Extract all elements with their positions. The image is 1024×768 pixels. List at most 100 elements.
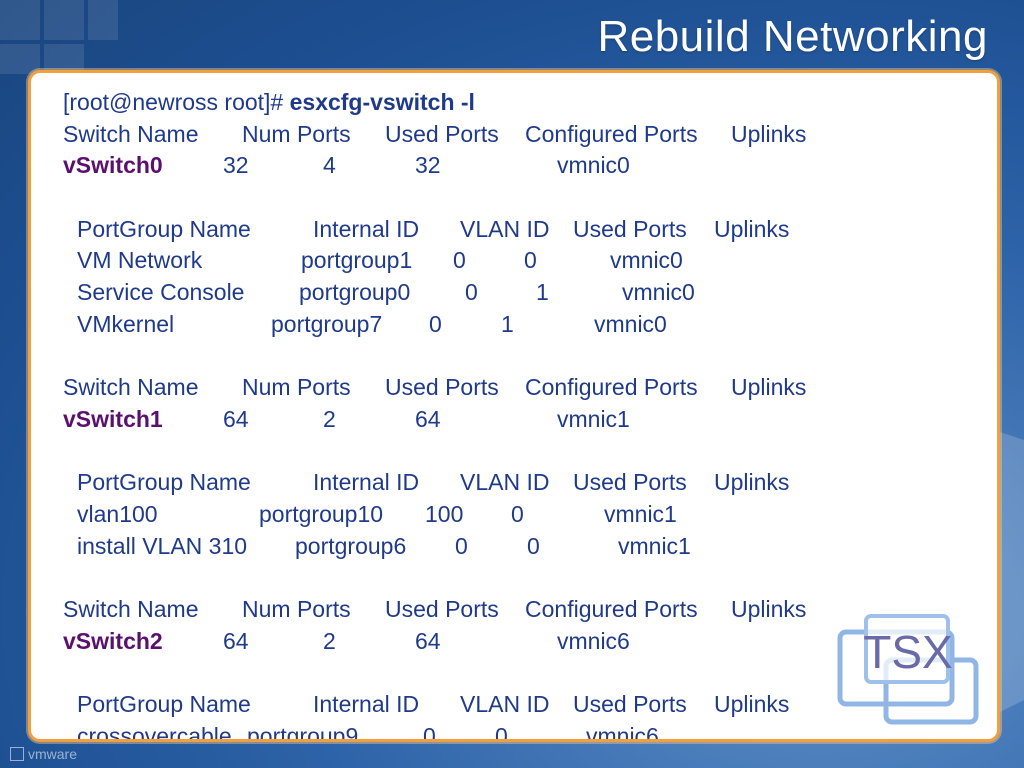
switch-column-header: Num Ports: [242, 120, 351, 147]
vmware-footer-logo: vmware: [10, 746, 77, 762]
switch-name: vSwitch0: [63, 152, 163, 179]
switch-column-header: Used Ports: [385, 374, 499, 401]
switch-header-row: Switch Name Num Ports Used Ports Configured…: [63, 119, 963, 151]
portgroup-column-header: VLAN ID: [460, 691, 550, 718]
portgroup-value: portgroup7: [271, 310, 383, 337]
switch-name: vSwitch1: [63, 405, 163, 432]
portgroup-value: vmnic1: [618, 532, 691, 559]
portgroup-value: 0: [423, 722, 436, 742]
portgroup-name: VM Network: [77, 247, 203, 274]
blank-line: [63, 562, 963, 594]
switch-column-header: Used Ports: [385, 596, 499, 622]
slide-title: Rebuild Networking: [597, 12, 988, 61]
portgroup-name: VMkernel: [77, 310, 175, 337]
switch-value: 64: [415, 405, 441, 432]
switch-column-header: Uplinks: [731, 374, 807, 401]
portgroup-value: portgroup0: [299, 279, 411, 306]
portgroup-column-header: Used Ports: [573, 691, 687, 718]
switch-value: 64: [223, 627, 249, 654]
switch-column-header: Configured Ports: [525, 596, 698, 622]
portgroup-column-header: Uplinks: [714, 469, 790, 496]
switch-value: vmnic0: [557, 152, 630, 179]
switch-column-header: Switch Name: [63, 374, 199, 401]
portgroup-column-header: Uplinks: [714, 691, 790, 718]
portgroup-value: 0: [455, 532, 468, 559]
switch-header-row: Switch Name Num Ports Used Ports Configured…: [63, 372, 963, 404]
portgroup-column-header: VLAN ID: [460, 215, 550, 242]
portgroup-column-header: Used Ports: [573, 215, 687, 242]
shell-prompt: [root@newross root]#: [63, 89, 290, 115]
portgroup-value: 0: [495, 722, 508, 742]
switch-column-header: Used Ports: [385, 120, 499, 147]
portgroup-value: portgroup1: [301, 247, 413, 274]
switch-column-header: Num Ports: [242, 596, 351, 622]
switch-column-header: Switch Name: [63, 596, 199, 622]
switch-column-header: Switch Name: [63, 120, 199, 147]
vmware-brand-text: vmware: [28, 746, 78, 762]
portgroup-column-header: PortGroup Name: [77, 215, 251, 242]
corner-tiles-decoration: [0, 0, 140, 80]
switch-value: 32: [415, 152, 441, 179]
switch-value: 64: [415, 627, 441, 654]
switch-value: 64: [223, 405, 249, 432]
switch-column-header: Configured Ports: [525, 374, 698, 401]
vmware-box-icon: [10, 747, 24, 761]
switch-column-header: Uplinks: [731, 120, 807, 147]
blank-line: [63, 182, 963, 214]
switch-name: vSwitch2: [63, 627, 163, 654]
switch-value: 32: [223, 152, 249, 179]
portgroup-value: vmnic0: [594, 310, 667, 337]
portgroup-column-header: VLAN ID: [460, 469, 550, 496]
tsx-logo-text: TSX: [863, 626, 952, 678]
portgroup-value: vmnic0: [622, 279, 695, 306]
portgroup-column-header: Uplinks: [714, 215, 790, 242]
portgroup-value: portgroup10: [259, 500, 384, 527]
portgroup-column-header: Internal ID: [313, 469, 420, 496]
portgroup-name: install VLAN 310: [77, 532, 248, 559]
switch-header-row: Switch Name Num Ports Used Ports Configured…: [63, 594, 963, 626]
portgroup-value: 0: [511, 500, 524, 527]
switch-column-header: Configured Ports: [525, 120, 698, 147]
portgroup-column-header: Internal ID: [313, 691, 420, 718]
portgroup-name: vlan100: [77, 500, 158, 527]
switch-row: vSwitch0 32 4 32 vmnic0: [63, 150, 963, 182]
portgroup-column-header: PortGroup Name: [77, 469, 251, 496]
portgroup-value: vmnic0: [610, 247, 683, 274]
portgroup-value: portgroup6: [295, 532, 407, 559]
switch-row: vSwitch2 64 2 64 vmnic6: [63, 626, 963, 658]
portgroup-name: crossovercable: [77, 722, 232, 742]
shell-command: esxcfg-vswitch -l: [289, 89, 475, 115]
switch-value: vmnic1: [557, 405, 630, 432]
switch-value: 4: [323, 152, 336, 179]
blank-line: [63, 341, 963, 373]
switch-column-header: Num Ports: [242, 374, 351, 401]
portgroup-column-header: PortGroup Name: [77, 691, 251, 718]
portgroup-value: 1: [501, 310, 514, 337]
command-line: [root@newross root]# esxcfg-vswitch -l: [63, 87, 963, 119]
portgroup-value: 1: [536, 279, 549, 306]
portgroup-value: vmnic6: [586, 722, 659, 742]
portgroup-row: crossovercable portgroup9 0 0 vmnic6: [63, 721, 963, 742]
portgroup-value: 0: [465, 279, 478, 306]
portgroup-row: Service Console portgroup0 0 1 vmnic0: [63, 277, 963, 309]
portgroup-value: 100: [425, 500, 464, 527]
portgroup-row: install VLAN 310 portgroup6 0 0 vmnic1: [63, 531, 963, 563]
blank-line: [63, 657, 963, 689]
switch-value: vmnic6: [557, 627, 630, 654]
portgroup-name: Service Console: [77, 279, 245, 306]
portgroup-value: 0: [527, 532, 540, 559]
blank-line: [63, 436, 963, 468]
switch-value: 2: [323, 627, 336, 654]
tsx-logo: TSX: [837, 614, 979, 725]
portgroup-value: portgroup9: [247, 722, 359, 742]
portgroup-value: 0: [453, 247, 466, 274]
